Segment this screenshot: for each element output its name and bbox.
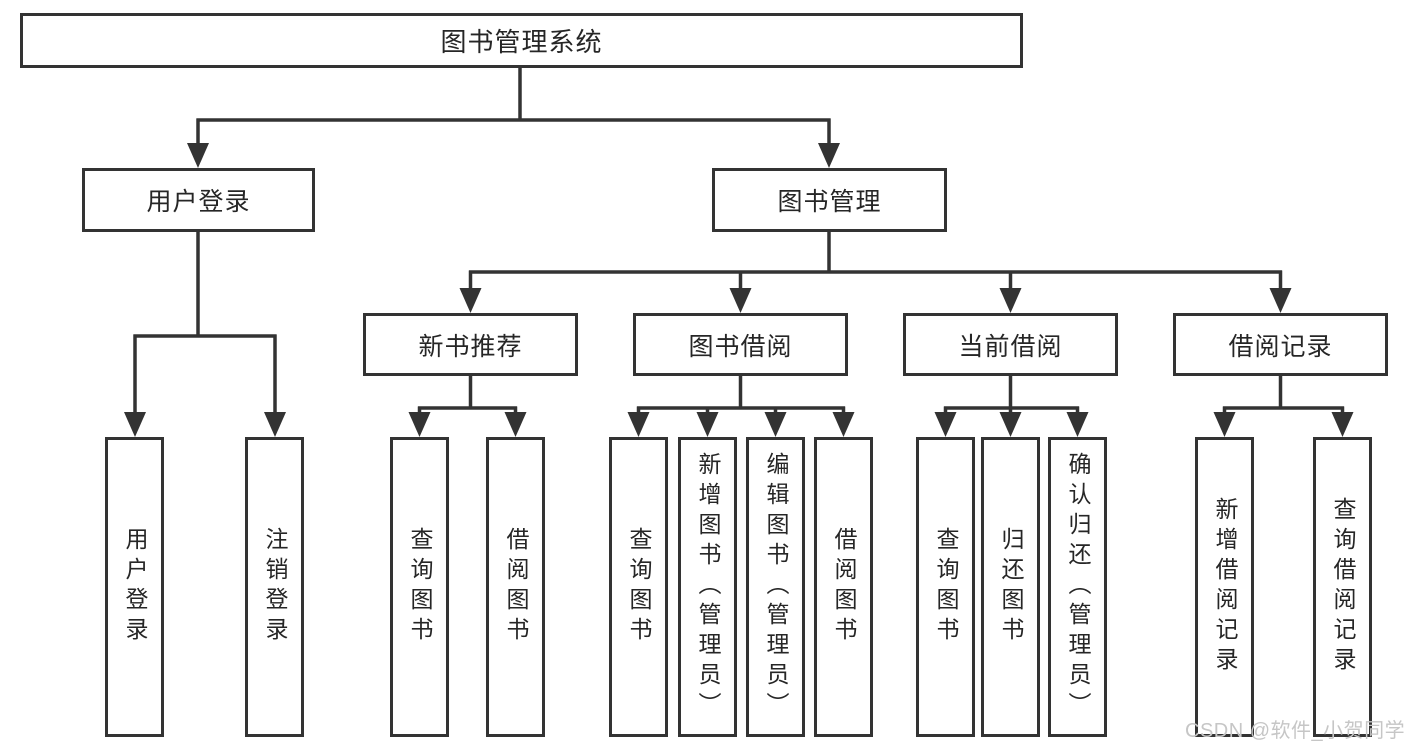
connector-mgmt-to-sections — [459, 232, 1292, 313]
node-current-borrowing: 当前借阅 — [903, 313, 1118, 376]
leaf-borrow-books-recommend: 借阅图书 — [486, 437, 545, 737]
node-user-login-branch-label: 用户登录 — [146, 188, 251, 216]
node-book-management-label: 图书管理 — [777, 188, 882, 216]
node-new-book-recommend-label: 新书推荐 — [418, 332, 523, 361]
leaf-logout: 注销登录 — [245, 437, 304, 737]
leaf-user-login: 用户登录 — [105, 437, 164, 737]
connector-current-leaves — [934, 376, 1089, 437]
connector-borrowing-leaves — [627, 376, 855, 437]
node-book-borrowing: 图书借阅 — [633, 313, 848, 376]
leaf-return-book: 归还图书 — [981, 437, 1040, 737]
leaf-user-login-label: 用户登录 — [122, 527, 148, 647]
node-borrowing-records-label: 借阅记录 — [1228, 332, 1333, 361]
node-book-borrowing-label: 图书借阅 — [688, 332, 793, 361]
leaf-edit-book-admin: 编辑图书（管理员） — [746, 437, 805, 737]
connector-user-branch — [124, 232, 286, 437]
leaf-return-book-label: 归还图书 — [998, 527, 1024, 647]
leaf-add-book-admin-label: 新增图书（管理员） — [695, 452, 721, 722]
node-user-login-branch: 用户登录 — [82, 168, 315, 232]
leaf-query-books-current: 查询图书 — [916, 437, 975, 737]
leaf-add-borrow-record: 新增借阅记录 — [1195, 437, 1254, 737]
node-current-borrowing-label: 当前借阅 — [958, 332, 1063, 361]
connector-recommend-leaves — [408, 376, 527, 437]
leaf-query-books-current-label: 查询图书 — [933, 527, 959, 647]
connector-root-to-branches — [187, 68, 840, 168]
node-root: 图书管理系统 — [20, 13, 1023, 68]
csdn-watermark: CSDN @软件_小贺同学 — [1185, 720, 1405, 742]
leaf-borrow-books-recommend-label: 借阅图书 — [503, 527, 529, 647]
leaf-add-borrow-record-label: 新增借阅记录 — [1212, 497, 1238, 677]
node-book-management: 图书管理 — [712, 168, 947, 232]
leaf-query-borrow-record-label: 查询借阅记录 — [1330, 497, 1356, 677]
leaf-add-book-admin: 新增图书（管理员） — [678, 437, 737, 737]
leaf-query-borrow-record: 查询借阅记录 — [1313, 437, 1372, 737]
leaf-query-books-borrowing-label: 查询图书 — [626, 527, 652, 647]
leaf-query-books-recommend-label: 查询图书 — [407, 527, 433, 647]
node-new-book-recommend: 新书推荐 — [363, 313, 578, 376]
connector-records-leaves — [1213, 376, 1354, 437]
leaf-confirm-return-admin-label: 确认归还（管理员） — [1065, 452, 1091, 722]
leaf-borrow-books-borrowing: 借阅图书 — [814, 437, 873, 737]
leaf-edit-book-admin-label: 编辑图书（管理员） — [763, 452, 789, 722]
leaf-query-books-recommend: 查询图书 — [390, 437, 449, 737]
leaf-borrow-books-borrowing-label: 借阅图书 — [831, 527, 857, 647]
node-borrowing-records: 借阅记录 — [1173, 313, 1388, 376]
leaf-confirm-return-admin: 确认归还（管理员） — [1048, 437, 1107, 737]
leaf-query-books-borrowing: 查询图书 — [609, 437, 668, 737]
leaf-logout-label: 注销登录 — [262, 527, 288, 647]
node-root-label: 图书管理系统 — [440, 27, 603, 57]
